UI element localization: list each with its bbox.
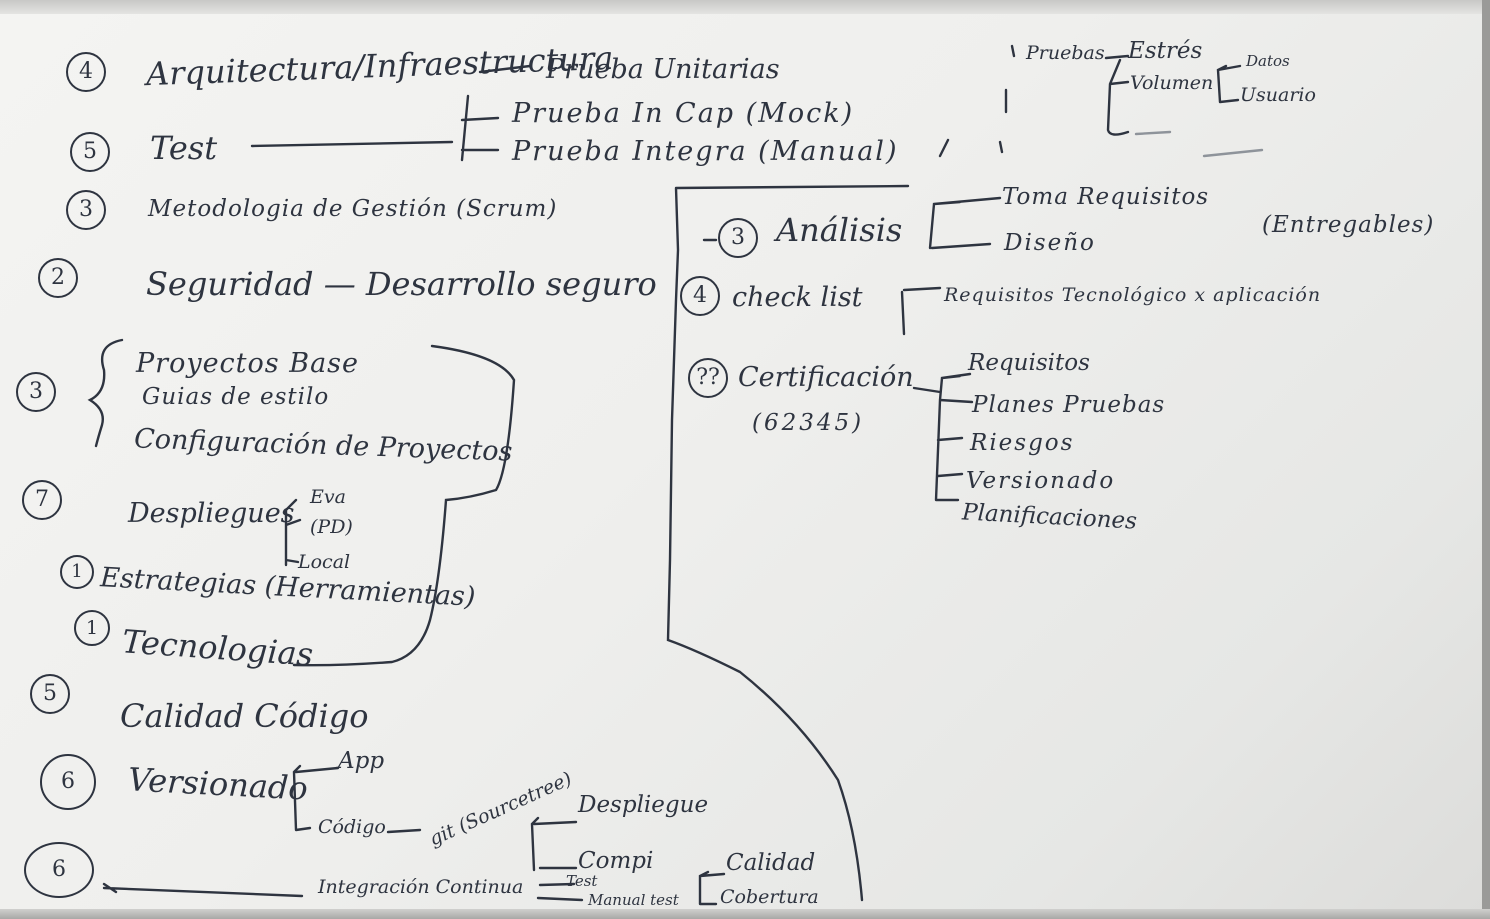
guias-estilo: Guias de estilo	[142, 384, 330, 410]
priority-1-estrategias: 1	[60, 555, 94, 589]
prueba-integra: Prueba Integra (Manual)	[512, 136, 899, 167]
board-frame-bottom	[0, 909, 1490, 919]
versionado-app: App	[338, 748, 385, 774]
seguridad-label: Seguridad — Desarrollo seguro	[146, 265, 657, 303]
priority-7-despliegues: 7	[22, 480, 62, 520]
checklist-label: check list	[732, 282, 863, 313]
board-frame-right	[1482, 0, 1490, 919]
analisis-bracket	[928, 196, 1002, 250]
cert-versionado: Versionado	[966, 468, 1116, 494]
cert-riesgos: Riesgos	[970, 430, 1075, 456]
large-right-bracket	[292, 344, 516, 667]
priority-4-arquitectura: 4	[66, 52, 106, 92]
despliegue-local: Local	[298, 551, 351, 573]
pruebas-carga-label: Pruebas	[1026, 42, 1105, 64]
integracion-manual-test: Manual test	[588, 891, 679, 909]
versionado-codigo: Código	[318, 816, 386, 838]
cert-requisitos: Requisitos	[968, 350, 1090, 376]
integracion-despliegue: Despliegue	[578, 792, 709, 818]
certificacion-code: (62345)	[752, 410, 865, 436]
certificacion-bracket	[934, 372, 974, 502]
checklist-bracket	[900, 286, 942, 336]
pruebas-bracket	[460, 94, 500, 162]
integracion-cobertura: Cobertura	[720, 886, 819, 908]
integracion-continua-label: Integración Continua	[318, 876, 524, 898]
integracion-test: Test	[566, 872, 598, 890]
pruebas-volumen: Volumen	[1130, 72, 1214, 94]
entregables-note: (Entregables)	[1262, 212, 1435, 238]
faded-stroke	[1134, 130, 1264, 158]
despliegue-eva: Eva	[310, 486, 346, 508]
prueba-unitarias: Prueba Unitarias	[546, 54, 780, 85]
priority-4-checklist: 4	[680, 276, 720, 316]
calidad-bracket	[698, 870, 726, 906]
integracion-compi: Compi	[578, 848, 654, 874]
arquitectura-tick	[478, 64, 532, 74]
analisis-label: Análisis	[776, 211, 903, 249]
despliegues-label: Despliegues	[128, 498, 295, 529]
cert-planes-pruebas: Planes Pruebas	[972, 392, 1166, 418]
priority-5-calidad: 5	[30, 674, 70, 714]
center-divider	[666, 184, 910, 902]
diseno: Diseño	[1004, 230, 1096, 256]
pruebas-carga-line	[1104, 54, 1130, 60]
despliegues-bracket	[284, 498, 302, 567]
volumen-usuario: Usuario	[1240, 84, 1316, 106]
priority-3-metodologia: 3	[66, 190, 106, 230]
versionado-bracket	[292, 764, 340, 832]
calidad-codigo-label: Calidad Código	[120, 697, 369, 735]
priority-6-versionado: 6	[40, 754, 96, 810]
despliegue-pd: (PD)	[310, 516, 353, 538]
volumen-bracket	[1216, 64, 1242, 104]
test-label: Test	[150, 129, 218, 167]
prueba-in-cap: Prueba In Cap (Mock)	[512, 98, 855, 129]
board-frame-top	[0, 0, 1490, 14]
base-brace	[87, 338, 124, 448]
priority-3-analisis: 3	[718, 218, 758, 258]
volumen-datos: Datos	[1246, 52, 1290, 70]
certificacion-label: Certificación	[738, 362, 914, 393]
versionado-label: Versionado	[127, 760, 309, 808]
priority-6-integracion: 6	[24, 842, 94, 898]
priority-2-seguridad: 2	[38, 258, 78, 298]
cert-connector	[912, 386, 942, 394]
priority-1-tecnologias: 1	[74, 610, 110, 646]
priority-5-test: 5	[70, 132, 110, 172]
metodologia-label: Metodologia de Gestión (Scrum)	[148, 196, 558, 222]
toma-requisitos: Toma Requisitos	[1002, 184, 1210, 210]
marks-right-1	[938, 44, 1016, 158]
priority-3-base: 3	[16, 372, 56, 412]
test-connector-line	[250, 140, 454, 148]
requisitos-tecnologico: Requisitos Tecnológico x aplicación	[944, 284, 1322, 306]
integracion-arrow	[102, 882, 304, 898]
proyectos-base: Proyectos Base	[136, 348, 359, 379]
integracion-bracket	[530, 816, 584, 902]
pruebas-estres: Estrés	[1128, 38, 1203, 64]
codigo-git-line	[386, 828, 422, 834]
pruebas-carga-bracket	[1106, 58, 1130, 136]
integracion-calidad: Calidad	[726, 850, 816, 876]
priority-unknown-certificacion: ??	[688, 358, 728, 398]
